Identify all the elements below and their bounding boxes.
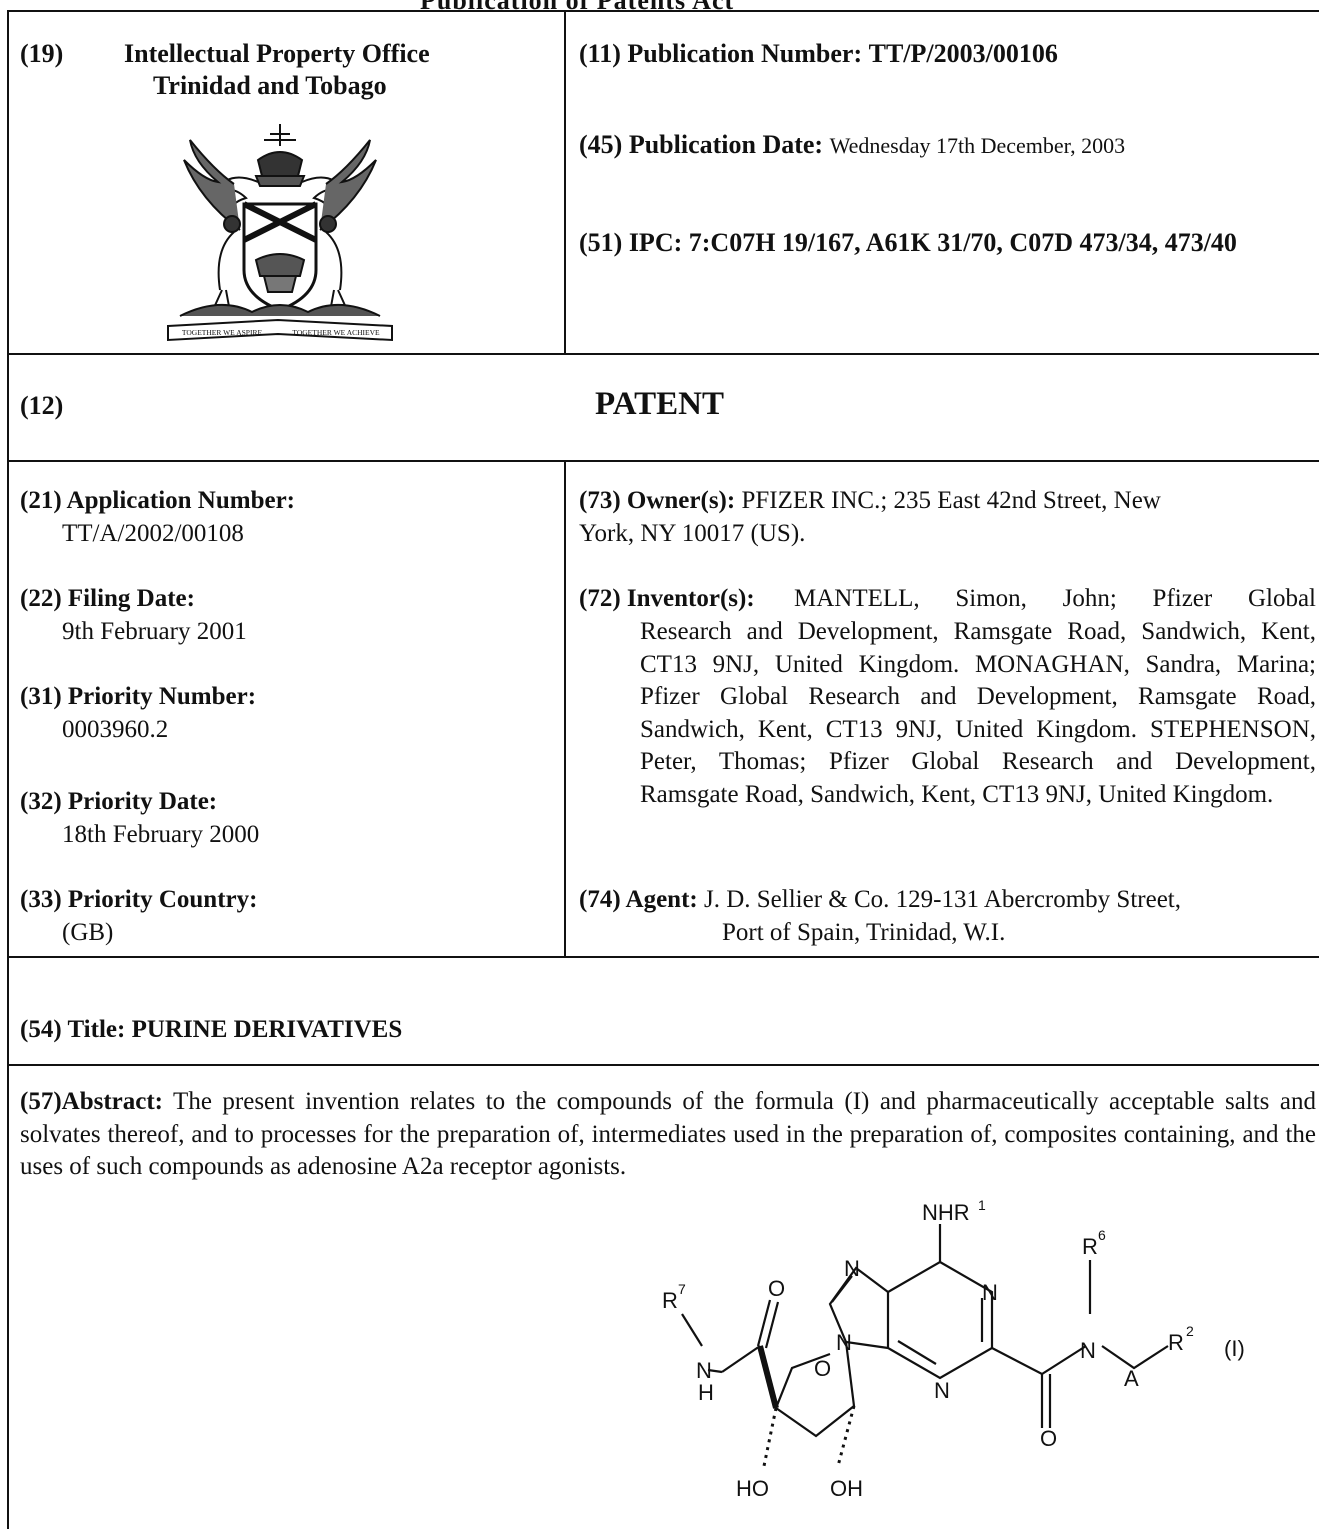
- motto-left: TOGETHER WE ASPIRE: [182, 328, 263, 337]
- label-o-ring: O: [814, 1356, 831, 1381]
- label-o-carbonyl-left: O: [768, 1276, 785, 1301]
- label-r7-sup: 7: [678, 1281, 686, 1297]
- coat-of-arms-emblem: TOGETHER WE ASPIRE TOGETHER WE ACHIEVE: [167, 124, 393, 342]
- priority-date-value: 18th February 2000: [62, 821, 260, 848]
- office-country: Trinidad and Tobago: [153, 71, 387, 100]
- inventor-value-line1: MANTELL, Simon, John; Pfizer Global: [794, 585, 1316, 612]
- abstract-label: (57)Abstract:: [20, 1088, 164, 1115]
- office-name: Intellectual Property Office: [124, 39, 430, 68]
- divider-vertical-top: [564, 10, 566, 353]
- divider-after-patent: [7, 460, 1319, 462]
- priority-country-label: (33) Priority Country:: [20, 886, 258, 913]
- publication-number-value: TT/P/2003/00106: [868, 39, 1058, 68]
- label-formula-i: (I): [1224, 1336, 1245, 1361]
- label-ho: HO: [736, 1476, 769, 1501]
- motto-right: TOGETHER WE ACHIEVE: [292, 328, 380, 337]
- invention-title: (54) Title: PURINE DERIVATIVES: [20, 1014, 402, 1046]
- application-number-value: TT/A/2002/00108: [62, 520, 244, 547]
- divider-vertical-middle: [564, 460, 566, 956]
- filing-date-label: (22) Filing Date:: [20, 585, 195, 612]
- title-value: PURINE DERIVATIVES: [131, 1016, 403, 1043]
- label-n-imidazole: N: [844, 1256, 860, 1281]
- agent-value-line1: J. D. Sellier & Co. 129-131 Abercromby S…: [697, 886, 1181, 913]
- label-nhr: NHR: [922, 1200, 970, 1225]
- inventor-value-rest: Research and Development, Ramsgate Road,…: [640, 618, 1316, 808]
- label-n-amide-left: N: [696, 1358, 712, 1383]
- owner-label: (73) Owner(s):: [579, 487, 736, 514]
- divider-after-bibliographic: [7, 956, 1319, 958]
- label-nhr-sup: 1: [978, 1197, 986, 1213]
- agent-value-line2: Port of Spain, Trinidad, W.I.: [722, 919, 1006, 946]
- inventor-label: (72) Inventor(s):: [579, 585, 755, 612]
- label-oh: OH: [830, 1476, 863, 1501]
- label-r2: R: [1168, 1330, 1184, 1355]
- priority-country-value: (GB): [62, 919, 114, 946]
- abstract-text: The present invention relates to the com…: [20, 1088, 1316, 1181]
- document-frame: [7, 10, 1319, 1529]
- owner-value-line2: York, NY 10017 (US).: [579, 520, 806, 547]
- inventor-line-1: (72) Inventor(s):: [579, 583, 755, 615]
- divider-after-title: [7, 1064, 1319, 1066]
- agent-label: (74) Agent:: [579, 886, 698, 913]
- label-o-carbonyl-right: O: [1040, 1426, 1057, 1451]
- filing-date-value: 9th February 2001: [62, 618, 247, 645]
- owner-line-1: (73) Owner(s): PFIZER INC.; 235 East 42n…: [579, 485, 1161, 517]
- label-n-pyrimidine-1: N: [982, 1280, 998, 1305]
- owner-value-line1: PFIZER INC.; 235 East 42nd Street, New: [735, 487, 1161, 514]
- ipc-classification: (51) IPC: 7:C07H 19/167, A61K 31/70, C07…: [579, 227, 1237, 259]
- abstract: (57)Abstract: The present invention rela…: [20, 1086, 1316, 1184]
- priority-number-label: (31) Priority Number:: [20, 683, 257, 710]
- publication-date: (45) Publication Date: Wednesday 17th De…: [579, 129, 1125, 162]
- document-type-title: PATENT: [595, 386, 724, 422]
- label-n-9: N: [836, 1330, 852, 1355]
- divider-after-header-boxes: [7, 353, 1319, 355]
- publication-date-label: (45) Publication Date:: [579, 130, 824, 159]
- publication-number: (11) Publication Number: TT/P/2003/00106: [579, 38, 1058, 70]
- label-r7: R: [662, 1288, 678, 1313]
- label-a: A: [1124, 1366, 1139, 1391]
- label-h-amide-left: H: [698, 1380, 714, 1405]
- publication-number-label: (11) Publication Number:: [579, 39, 863, 68]
- label-n-pyrimidine-3: N: [934, 1378, 950, 1403]
- box12-code: (12): [20, 391, 64, 420]
- ipc-label: (51) IPC:: [579, 228, 683, 257]
- title-label: (54) Title:: [20, 1016, 126, 1043]
- label-n-amide-right: N: [1080, 1338, 1096, 1363]
- box19-code: (19): [20, 39, 64, 68]
- priority-date-label: (32) Priority Date:: [20, 788, 218, 815]
- agent-line-1: (74) Agent: J. D. Sellier & Co. 129-131 …: [579, 884, 1181, 916]
- chemical-structure-formula-i: NHR 1 N N N N O N R 6 A R 2 (I) O O N H …: [662, 1197, 1245, 1501]
- priority-number-value: 0003960.2: [62, 716, 169, 743]
- application-number-label: (21) Application Number:: [20, 487, 295, 514]
- label-r6-sup: 6: [1098, 1227, 1106, 1243]
- ipc-value: 7:C07H 19/167, A61K 31/70, C07D 473/34, …: [688, 228, 1237, 257]
- label-r6: R: [1082, 1234, 1098, 1259]
- publication-date-value: Wednesday 17th December, 2003: [829, 133, 1126, 158]
- label-r2-sup: 2: [1186, 1323, 1194, 1339]
